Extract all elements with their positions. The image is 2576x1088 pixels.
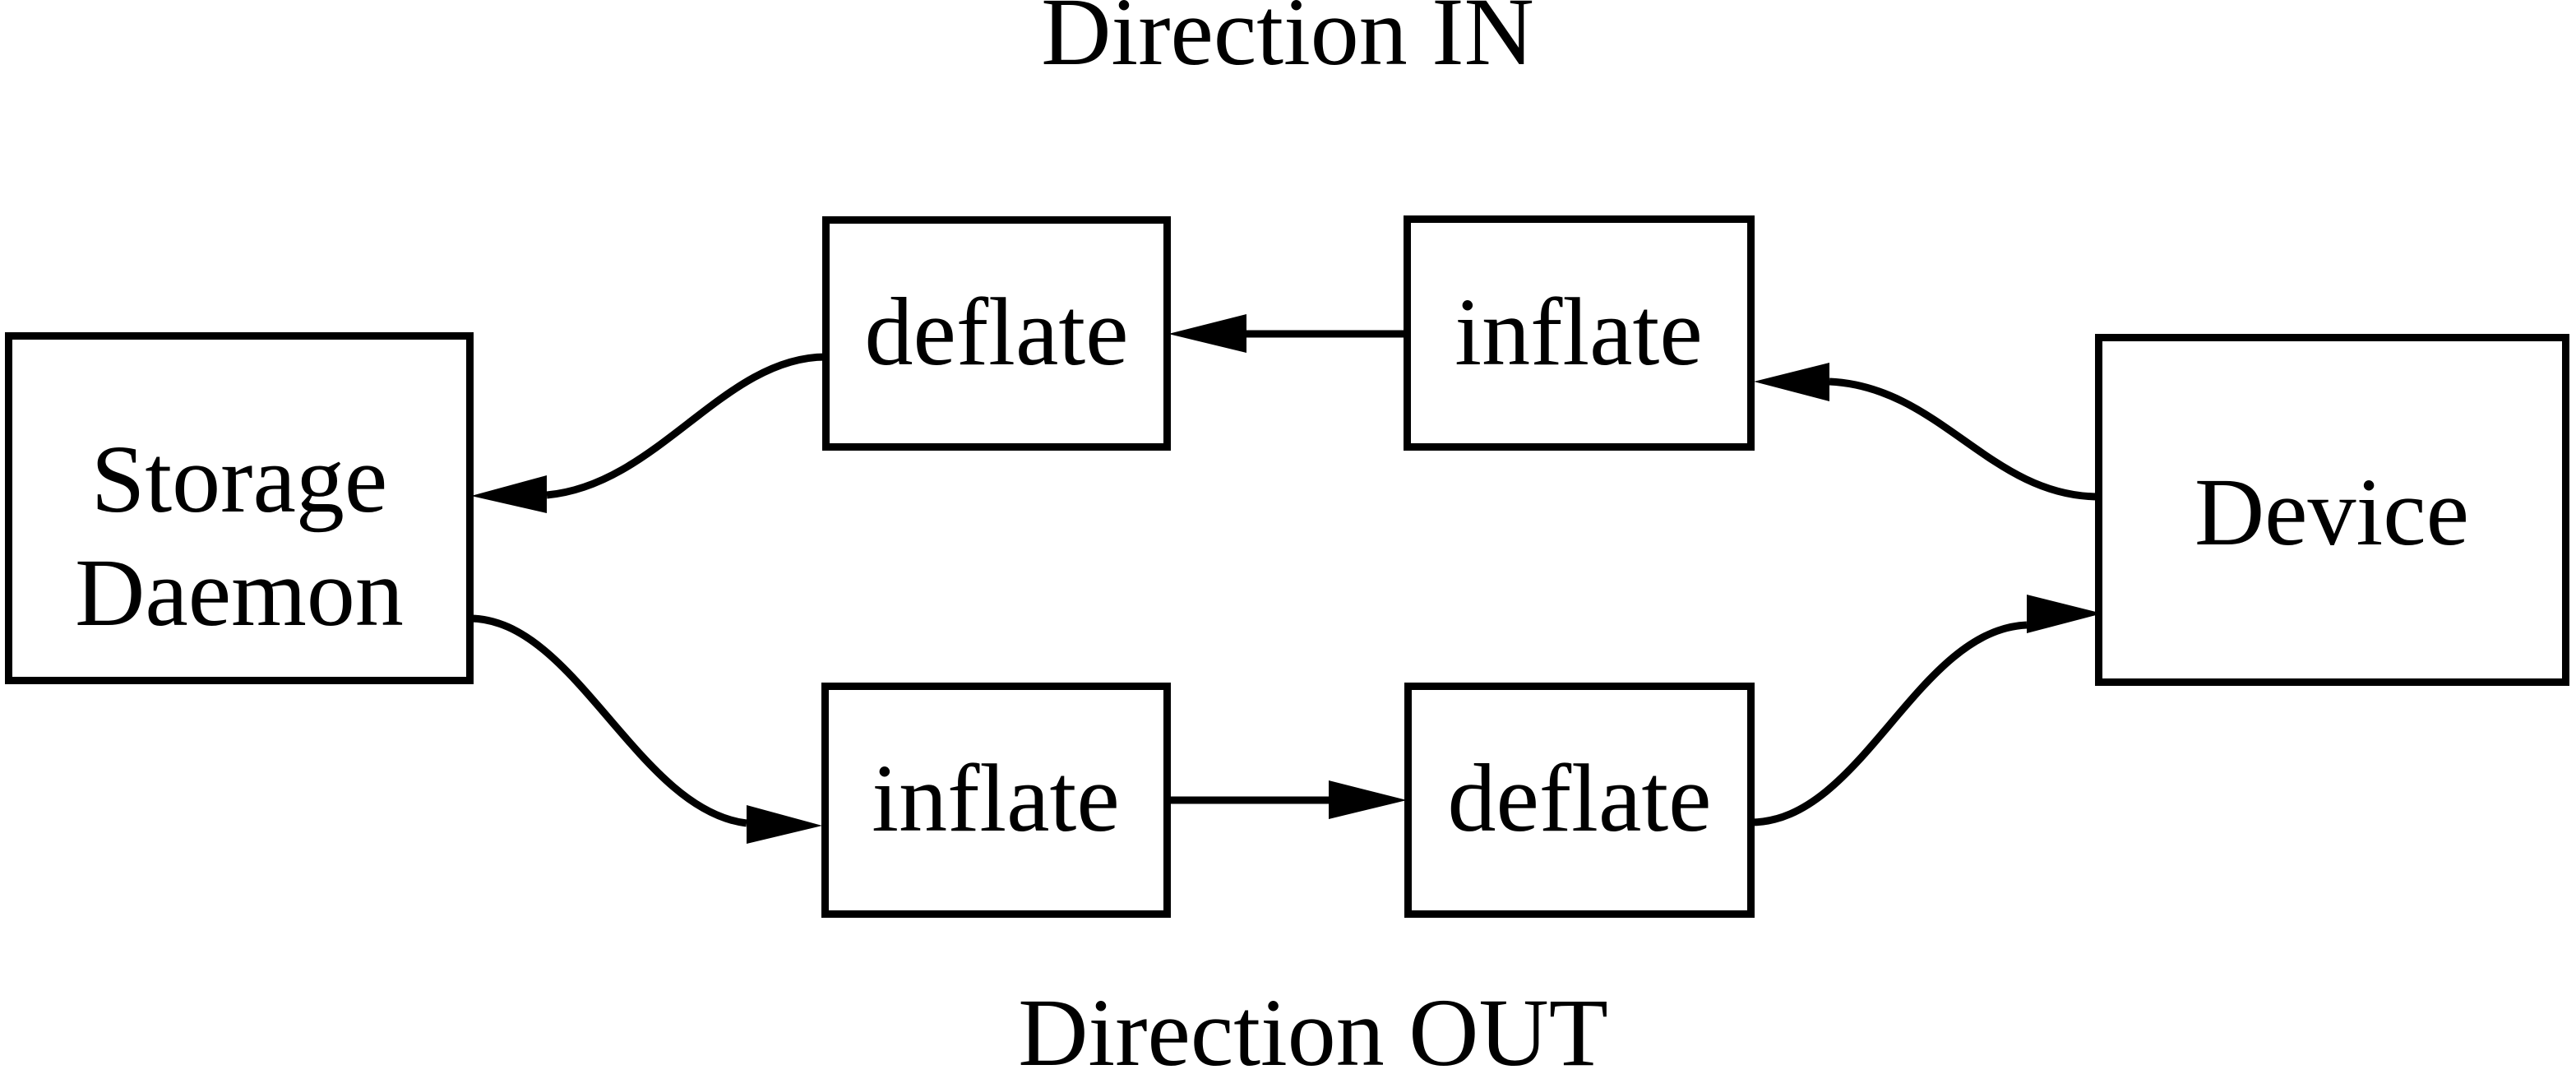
node-deflate-in[interactable] xyxy=(822,216,1171,451)
edge-deflate-in-to-storage-daemon xyxy=(471,353,826,513)
node-deflate-in-label: deflate xyxy=(865,278,1129,386)
edge-deflate-in-to-storage-daemon-arrowhead xyxy=(471,475,547,513)
edge-inflate-in-to-deflate-in xyxy=(1168,314,1407,353)
node-inflate-out-label: inflate xyxy=(872,744,1119,852)
node-deflate-out-label: deflate xyxy=(1448,744,1712,852)
edge-device-to-inflate-in-arrowhead xyxy=(1754,363,1829,401)
edge-inflate-out-to-deflate-out-arrowhead xyxy=(1329,780,1407,819)
direction-out-caption: Direction OUT xyxy=(1018,979,1608,1086)
direction-in-caption: Direction IN xyxy=(1041,0,1534,86)
edge-storage-daemon-to-inflate-out xyxy=(469,614,822,844)
edge-inflate-in-to-deflate-in-arrowhead xyxy=(1168,314,1246,353)
edge-deflate-out-to-device-arrowhead xyxy=(2027,595,2102,633)
edge-storage-daemon-to-inflate-out-arrowhead xyxy=(747,805,822,844)
node-device[interactable] xyxy=(2095,334,2569,686)
node-device-label: Device xyxy=(2194,458,2469,566)
edge-deflate-out-to-device-line xyxy=(1750,621,2028,826)
edge-storage-daemon-to-inflate-out-line xyxy=(469,614,747,827)
edge-deflate-out-to-device xyxy=(1750,595,2102,826)
edge-deflate-in-to-storage-daemon-line xyxy=(546,353,826,499)
edge-device-to-inflate-in-line xyxy=(1829,377,2100,501)
node-storage-daemon[interactable] xyxy=(5,332,474,684)
node-storage-daemon-label-line2: Daemon xyxy=(75,539,404,646)
node-deflate-out[interactable] xyxy=(1404,683,1755,918)
edge-device-to-inflate-in xyxy=(1754,363,2100,501)
edge-inflate-out-to-deflate-out xyxy=(1167,780,1407,819)
node-inflate-in[interactable] xyxy=(1404,215,1755,451)
node-storage-daemon-label-line1: Storage xyxy=(91,425,387,533)
node-inflate-in-label: inflate xyxy=(1454,278,1702,386)
node-inflate-out[interactable] xyxy=(821,683,1171,918)
